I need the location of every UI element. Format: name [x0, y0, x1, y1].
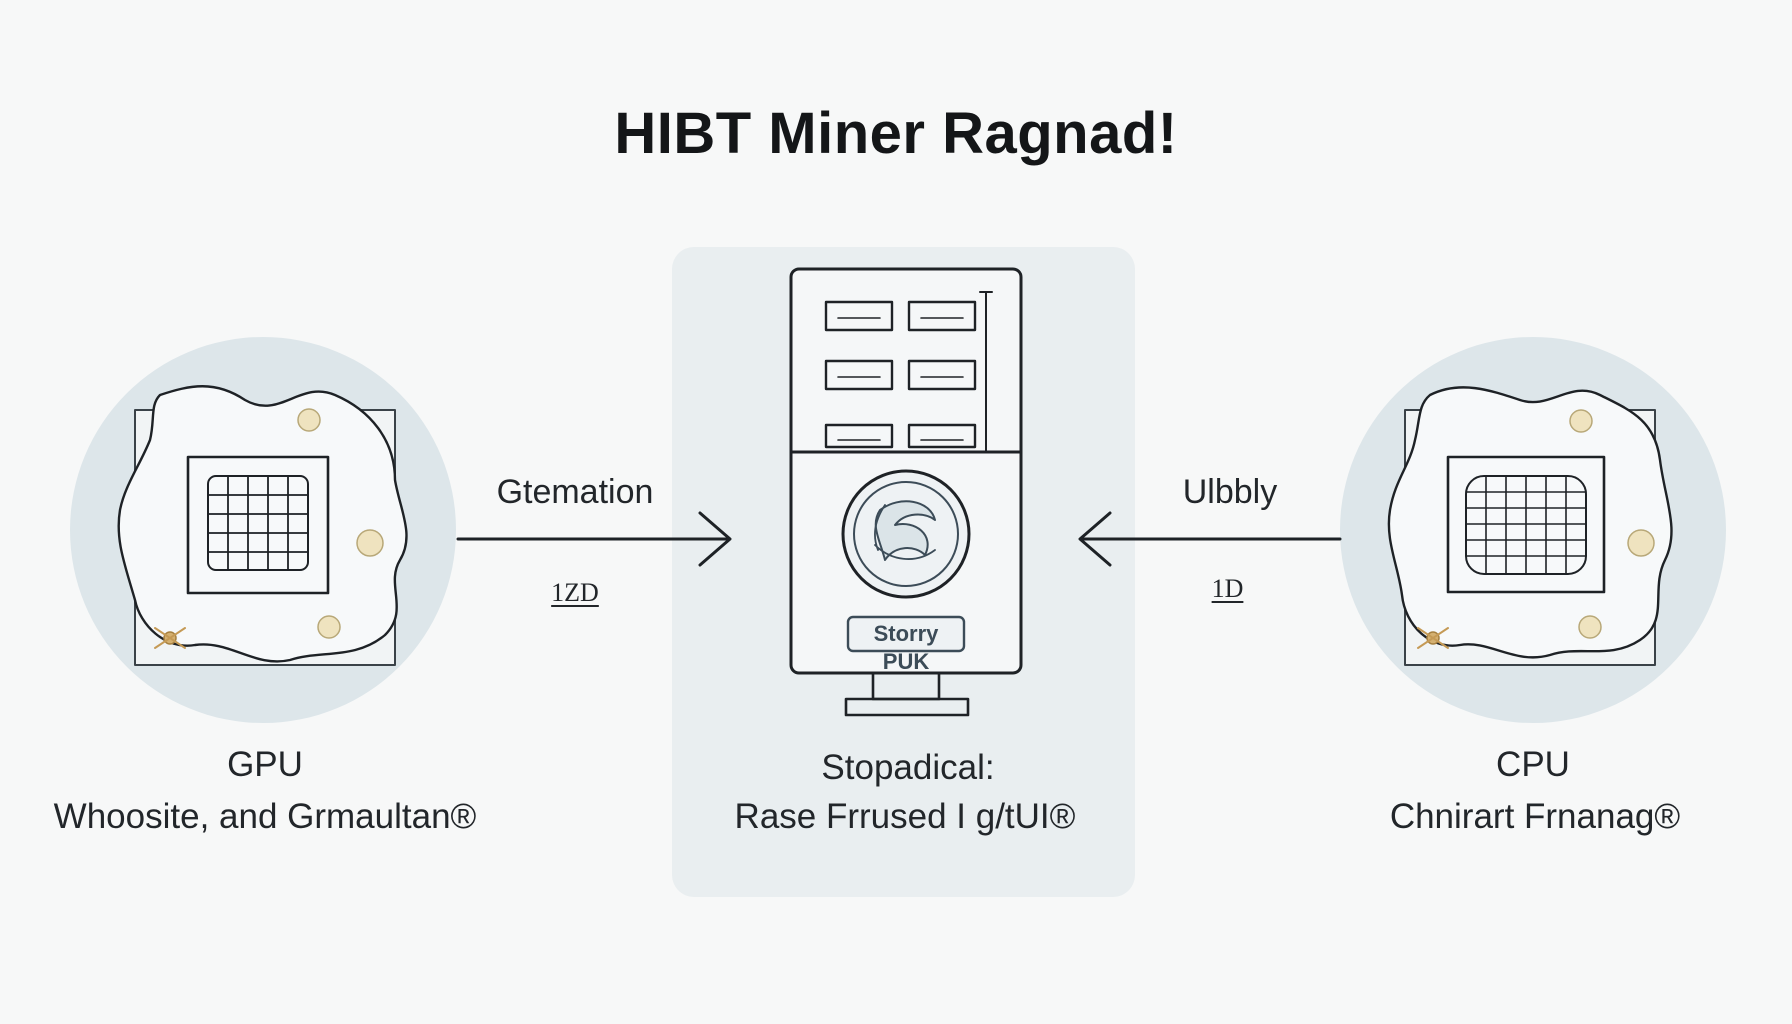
arrow-cpu-to-rig [1078, 511, 1342, 567]
edge-right-label: Ulbbly [1182, 473, 1278, 511]
center-subtitle: Rase Frrused I g/tUI® [734, 797, 1076, 836]
diagram-title: HIBT Miner Ragnad! [614, 101, 1178, 166]
gpu-chip-icon [117, 385, 408, 666]
edge-left-value: 1ZD [551, 578, 599, 607]
rig-badge-text: Storry PUK [873, 621, 939, 674]
cpu-subtitle: Chnirart Frnanag® [1389, 797, 1681, 836]
edge-left-label: Gtemation [496, 473, 654, 511]
arrow-gpu-to-rig [456, 511, 732, 567]
cpu-title: CPU [1496, 745, 1570, 784]
edge-right-value: 1D [1211, 574, 1244, 603]
cpu-chip-icon [1387, 386, 1673, 666]
mining-rig-icon [789, 267, 1023, 717]
gpu-subtitle: Whoosite, and Grmaultan® [53, 797, 477, 836]
center-title: Stopadical: [821, 748, 995, 787]
gpu-title: GPU [227, 745, 303, 784]
